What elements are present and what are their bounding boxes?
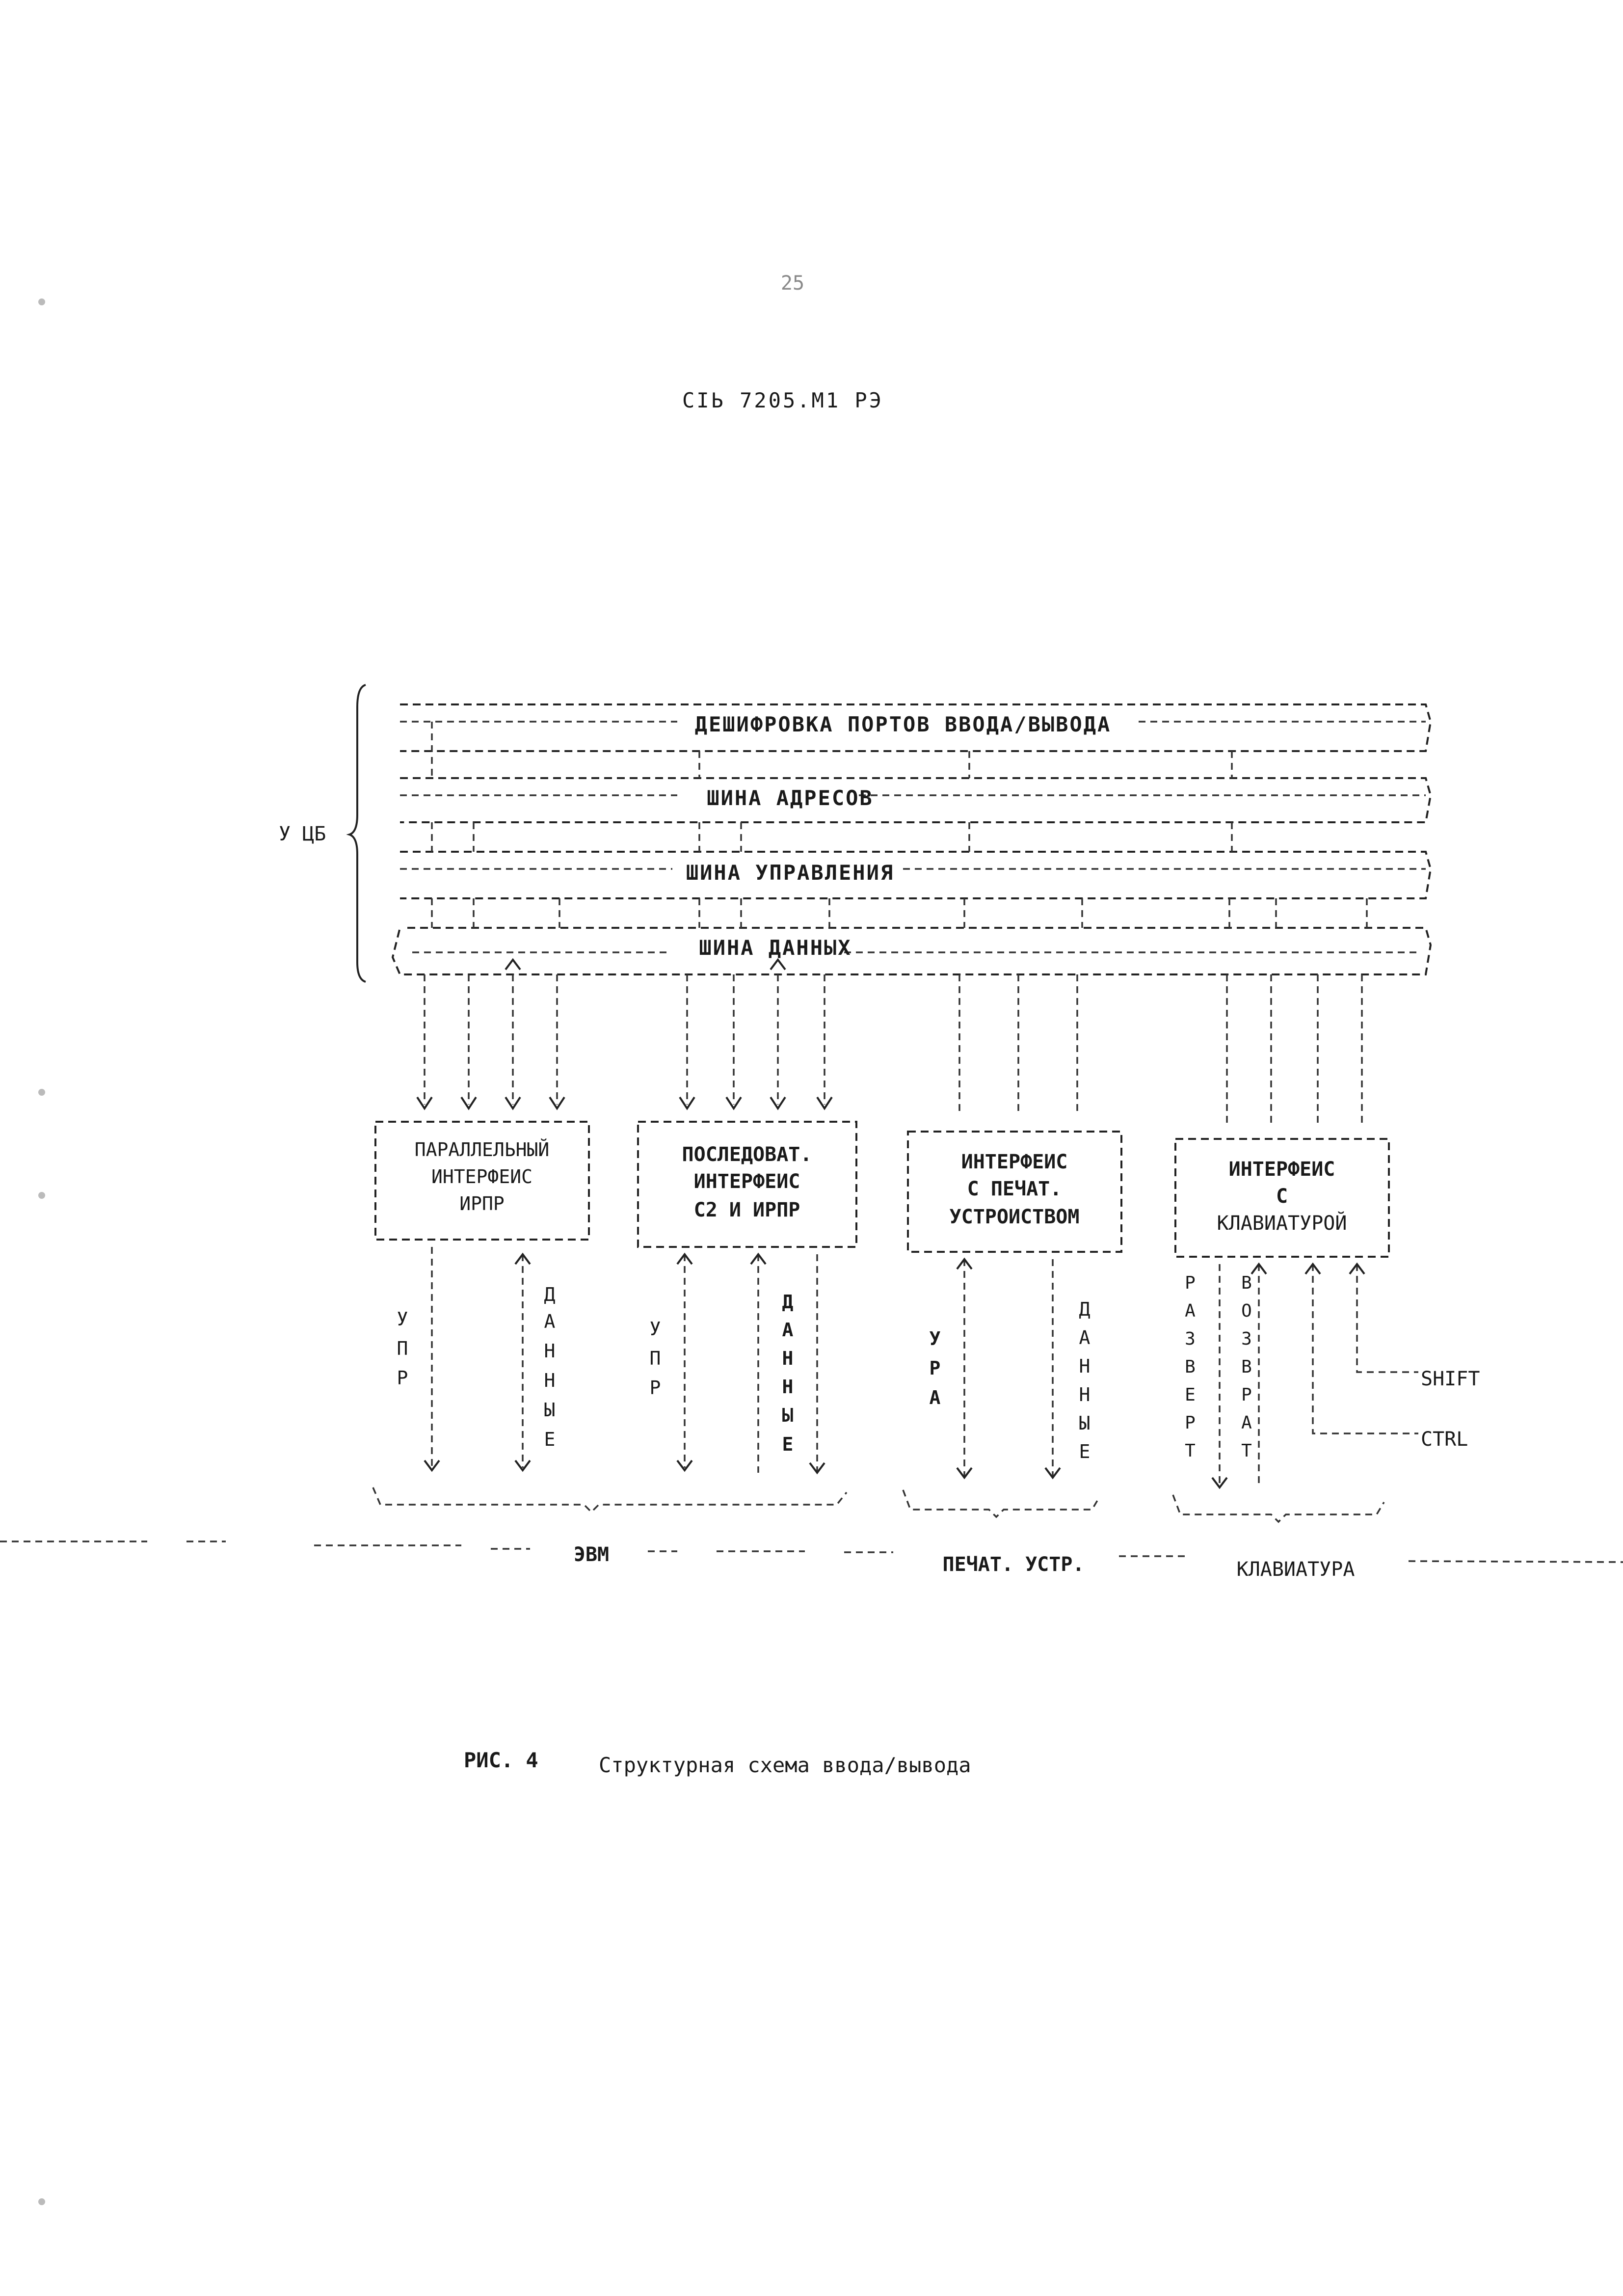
group-keyboard-label: КЛАВИАТУРА [1237,1558,1355,1581]
signal-vozvrat-letter-1: В [1241,1273,1252,1293]
signal-razvert-letter-3: З [1185,1329,1196,1349]
signal-dannye-3-letter-3: Н [1079,1355,1091,1377]
bus-decoder: ДЕШИФРОВКА ПОРТОВ ВВОДА/ВЫВОДА [400,703,1432,752]
bus-data-label: ШИНА ДАННЫХ [699,936,851,960]
separator-line [0,1540,1623,1563]
bus-decoder-label: ДЕШИФРОВКА ПОРТОВ ВВОДА/ВЫВОДА [695,712,1112,736]
signal-razvert-letter-5: Е [1185,1385,1196,1405]
block-printer-line1: ИНТЕРФЕИС [961,1151,1068,1173]
signal-upr-2-letter-1: У [650,1318,661,1340]
signal-vozvrat-letter-5: Р [1241,1385,1252,1405]
block-parallel-line1: ПАРАЛЛЕЛЬНЫЙ [415,1139,550,1161]
signal-upr-1-letter-2: П [397,1338,408,1359]
block-printer-line3: УСТРОИСТВОМ [950,1206,1080,1228]
signal-razvert: Р А З В Е Р Т [1185,1273,1196,1461]
signal-razvert-letter-6: Р [1185,1413,1196,1433]
bus-address: ШИНА АДРЕСОВ [400,777,1432,823]
block-printer-line2: С ПЕЧАТ. [967,1178,1062,1200]
signal-dannye-1-letter-3: Н [544,1340,556,1362]
block-keyboard-line2: С [1276,1185,1288,1208]
block-parallel-line2: ИНТЕРФЕИС [431,1166,532,1188]
output-signal-lines [424,1247,1418,1489]
block-serial-line2: ИНТЕРФЕИС [694,1170,800,1193]
signal-upr-2: У П Р [650,1318,661,1399]
bus-address-label: ШИНА АДРЕСОВ [707,786,873,810]
signal-dannye-3-letter-2: А [1079,1327,1091,1349]
signal-dannye-1-letter-4: Н [544,1370,556,1391]
side-label: У ЦБ [279,823,326,845]
signal-vozvrat-letter-3: З [1241,1329,1252,1349]
signal-upr-2-letter-3: Р [650,1377,661,1399]
block-keyboard-line3: КЛАВИАТУРОЙ [1217,1211,1347,1235]
bus-data: ШИНА ДАННЫХ [391,927,1432,975]
signal-dannye-1-letter-1: Д [544,1284,556,1305]
signal-dannye-3-letter-5: Ы [1079,1412,1091,1434]
signal-dannye-2-letter-4: Н [782,1376,794,1398]
signal-razvert-letter-4: В [1185,1357,1196,1377]
binding-hole-1 [38,298,45,305]
block-parallel-interface: ПАРАЛЛЕЛЬНЫЙ ИНТЕРФЕИС ИРПР [374,1121,590,1241]
signal-dannye-2-letter-3: Н [782,1348,794,1369]
signal-ura: У Р А [930,1328,941,1408]
bus-control-label: ШИНА УПРАВЛЕНИЯ [686,861,894,885]
signal-upr-1-letter-3: Р [397,1367,408,1389]
document-code: СІЬ 7205.М1 РЭ [682,388,883,412]
signal-razvert-letter-7: Т [1185,1441,1196,1461]
signal-razvert-letter-1: Р [1185,1273,1196,1293]
signal-ura-letter-3: А [930,1387,941,1408]
binding-hole-2 [38,1089,45,1096]
bus-taps [431,722,1368,928]
signal-shift: SHIFT [1421,1368,1480,1390]
binding-holes [38,298,45,2205]
signal-vozvrat-letter-4: В [1241,1357,1252,1377]
caption-text: Структурная схема ввода/вывода [599,1753,971,1777]
signal-dannye-2-letter-6: Е [782,1433,794,1455]
binding-hole-4 [38,2198,45,2205]
signal-vozvrat-letter-2: О [1241,1301,1252,1321]
signal-dannye-2-letter-5: Ы [782,1405,794,1426]
signal-dannye-2: Д А Н Н Ы Е [782,1291,794,1455]
signal-dannye-3-letter-6: Е [1079,1441,1091,1462]
signal-vozvrat-letter-6: А [1241,1413,1252,1433]
signal-dannye-1: Д А Н Н Ы Е [544,1284,556,1450]
block-serial-interface: ПОСЛЕДОВАТ. ИНТЕРФЕИС С2 И ИРПР [637,1121,857,1248]
block-parallel-line3: ИРПР [459,1193,505,1215]
group-evm-label: ЭВМ [574,1543,609,1566]
signal-upr-1: У П Р [397,1308,408,1389]
signal-dannye-3-letter-1: Д [1079,1298,1091,1320]
signal-dannye-3: Д А Н Н Ы Е [1079,1298,1091,1462]
signal-ctrl: CTRL [1421,1428,1468,1451]
block-serial-line1: ПОСЛЕДОВАТ. [682,1143,812,1166]
signal-dannye-1-letter-5: Ы [544,1399,556,1421]
binding-hole-3 [38,1192,45,1199]
signal-dannye-2-letter-2: А [782,1319,794,1341]
signal-razvert-letter-2: А [1185,1301,1196,1321]
block-printer-interface: ИНТЕРФЕИС С ПЕЧАТ. УСТРОИСТВОМ [907,1131,1122,1253]
signal-ura-letter-2: Р [930,1357,941,1379]
signal-vozvrat: В О З В Р А Т [1241,1273,1252,1461]
signal-ura-letter-1: У [930,1328,941,1350]
block-keyboard-interface: ИНТЕРФЕИС С КЛАВИАТУРОЙ [1174,1138,1390,1258]
signal-upr-1-letter-1: У [397,1308,408,1330]
caption-number: РИС. 4 [464,1748,538,1772]
bus-control: ШИНА УПРАВЛЕНИЯ [400,851,1432,899]
page-number: 25 [781,272,804,295]
bus-group-brace [346,684,366,983]
block-serial-line3: С2 И ИРПР [694,1199,800,1221]
signal-dannye-2-letter-1: Д [782,1291,794,1313]
signal-dannye-1-letter-2: А [544,1311,556,1332]
signal-vozvrat-letter-7: Т [1241,1441,1252,1461]
signal-dannye-1-letter-6: Е [544,1429,556,1450]
bus-to-block-links [416,958,1363,1124]
block-keyboard-line1: ИНТЕРФЕИС [1229,1158,1335,1181]
signal-upr-2-letter-2: П [650,1348,661,1369]
signal-dannye-3-letter-4: Н [1079,1384,1091,1405]
group-braces [372,1487,1385,1523]
group-printer-label: ПЕЧАТ. УСТР. [943,1553,1085,1576]
